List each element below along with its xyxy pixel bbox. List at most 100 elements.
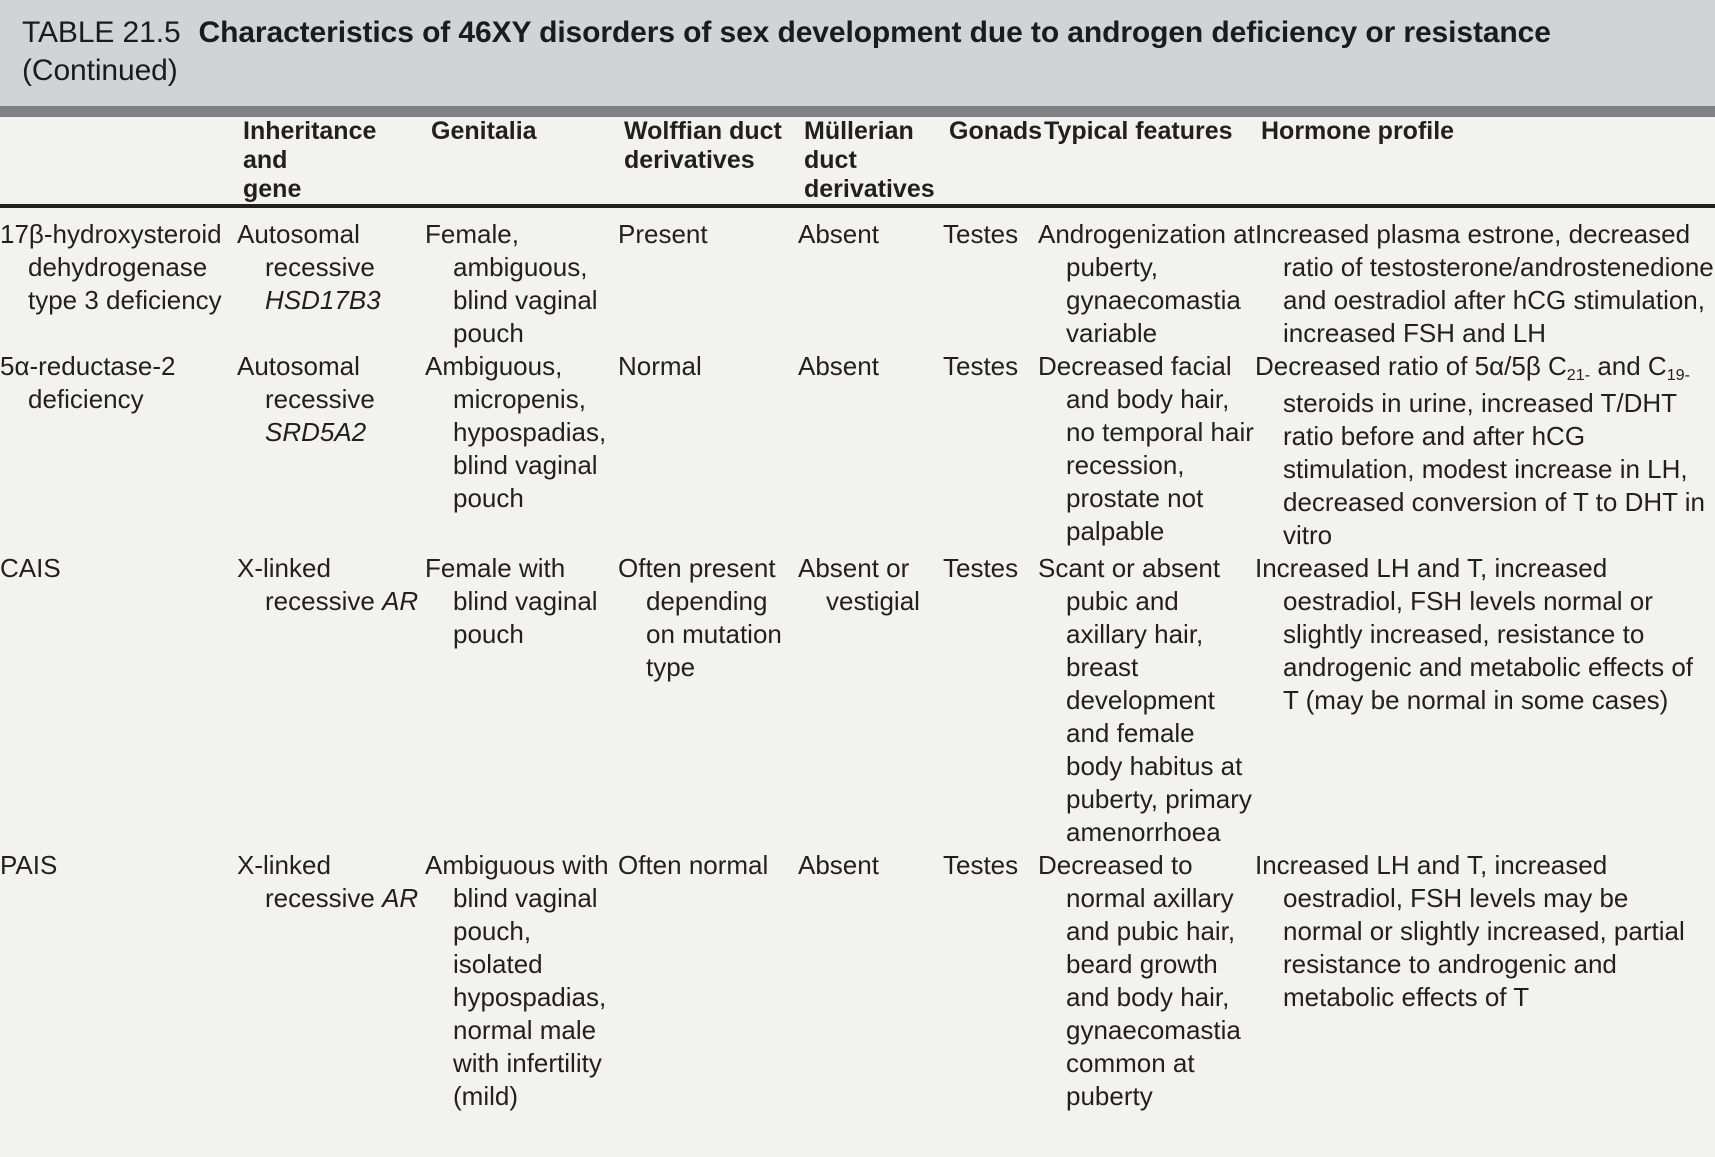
inheritance-text: X-linked recessive AR (237, 552, 425, 618)
mullerian-text: Absent (798, 850, 879, 880)
mullerian-text: Absent (798, 219, 879, 249)
disorder-name: CAIS (0, 553, 61, 583)
inheritance-mode: X-linked recessive (237, 553, 375, 616)
cell-features: Decreased to normal axillary and pubic h… (1038, 849, 1255, 1113)
gonads-text: Testes (943, 351, 1019, 381)
cell-mullerian: Absent (798, 206, 943, 350)
cell-disorder: 5α-reductase-2 deficiency (0, 350, 237, 552)
genitalia-text: Ambiguous, micropenis, hypospadias, blin… (425, 351, 607, 513)
table-continued-marker: (Continued) (22, 54, 178, 87)
table-row: 5α-reductase-2 deficiency Autosomal rece… (0, 350, 1715, 552)
mullerian-text: Absent (798, 351, 879, 381)
genitalia-text: Female with blind vaginal pouch (425, 553, 598, 649)
cell-inheritance: Autosomal recessive SRD5A2 (237, 350, 425, 552)
cell-gonads: Testes (943, 206, 1038, 350)
cell-disorder: CAIS (0, 552, 237, 849)
genitalia-text: Ambiguous with blind vaginal pouch, isol… (425, 850, 609, 1111)
header-line: derivatives (624, 146, 755, 174)
cell-genitalia: Ambiguous, micropenis, hypospadias, blin… (425, 350, 618, 552)
subscript: 19- (1666, 365, 1690, 384)
disorder-name: 17β-hydroxysteroid dehydrogenase type 3 … (0, 219, 222, 315)
table-row: PAIS X-linked recessive AR Ambiguous wit… (0, 849, 1715, 1113)
features-text: Scant or absent pubic and axillary hair,… (1038, 553, 1252, 847)
disorder-name: 5α-reductase-2 deficiency (0, 351, 176, 414)
table-title: TABLE 21.5 Characteristics of 46XY disord… (22, 14, 1693, 90)
column-header-mullerian: Müllerian duct derivatives (798, 117, 943, 208)
features-text: Androgenization at puberty, gynaecomasti… (1038, 219, 1255, 348)
table-title-text: Characteristics of 46XY disorders of sex… (198, 16, 1551, 49)
subscript: 21- (1566, 365, 1591, 384)
header-line: Gonads (949, 117, 1043, 145)
mullerian-text: Absent or vestigial (798, 553, 920, 616)
header-line: Genitalia (431, 117, 537, 145)
cell-disorder: 17β-hydroxysteroid dehydrogenase type 3 … (0, 206, 237, 350)
wolffian-text: Often normal (618, 850, 769, 880)
hormone-text: Increased plasma estrone, decreased rati… (1255, 219, 1714, 348)
cell-mullerian: Absent or vestigial (798, 552, 943, 849)
table-row: 17β-hydroxysteroid dehydrogenase type 3 … (0, 206, 1715, 350)
cell-genitalia: Female with blind vaginal pouch (425, 552, 618, 849)
header-line: Müllerian (804, 117, 914, 145)
inheritance-text: X-linked recessive AR (237, 849, 425, 915)
inheritance-text: Autosomal recessive HSD17B3 (237, 218, 425, 317)
hormone-text: Increased LH and T, increased oestradiol… (1255, 553, 1694, 715)
features-text: Decreased facial and body hair, no tempo… (1038, 351, 1254, 546)
gene-symbol: HSD17B3 (265, 285, 381, 315)
table-header: Inheritance and gene Genitalia Wolffian … (0, 117, 1715, 208)
gene-symbol: SRD5A2 (265, 417, 367, 447)
wolffian-text: Normal (618, 351, 702, 381)
title-rule (0, 106, 1715, 117)
table-body: 17β-hydroxysteroid dehydrogenase type 3 … (0, 206, 1715, 1113)
cell-inheritance: X-linked recessive AR (237, 849, 425, 1113)
column-header-wolffian: Wolffian duct derivatives (618, 117, 798, 208)
cell-disorder: PAIS (0, 849, 237, 1113)
cell-features: Androgenization at puberty, gynaecomasti… (1038, 206, 1255, 350)
cell-hormone: Increased LH and T, increased oestradiol… (1255, 552, 1715, 849)
inheritance-mode: X-linked recessive (237, 850, 375, 913)
inheritance-mode: Autosomal recessive (237, 351, 375, 414)
inheritance-text: Autosomal recessive SRD5A2 (237, 350, 425, 449)
cell-genitalia: Female, ambiguous, blind vaginal pouch (425, 206, 618, 350)
features-text: Decreased to normal axillary and pubic h… (1038, 850, 1241, 1111)
gene-symbol: AR (382, 883, 419, 913)
gonads-text: Testes (943, 553, 1019, 583)
cell-wolffian: Normal (618, 350, 798, 552)
inheritance-mode: Autosomal recessive (237, 219, 375, 282)
cell-wolffian: Often normal (618, 849, 798, 1113)
cell-gonads: Testes (943, 849, 1038, 1113)
cell-mullerian: Absent (798, 849, 943, 1113)
cell-mullerian: Absent (798, 350, 943, 552)
cell-inheritance: X-linked recessive AR (237, 552, 425, 849)
column-header-genitalia: Genitalia (425, 117, 618, 208)
cell-inheritance: Autosomal recessive HSD17B3 (237, 206, 425, 350)
disorder-name: PAIS (0, 850, 58, 880)
hormone-text: Increased LH and T, increased oestradiol… (1255, 850, 1685, 1012)
column-header-features: Typical features (1038, 117, 1255, 208)
header-line: Hormone profile (1261, 117, 1455, 145)
header-line: duct (804, 146, 857, 174)
table-row: CAIS X-linked recessive AR Female with b… (0, 552, 1715, 849)
table-number: TABLE 21.5 (22, 16, 181, 49)
table-title-band: TABLE 21.5 Characteristics of 46XY disord… (0, 0, 1715, 106)
cell-hormone: Increased plasma estrone, decreased rati… (1255, 206, 1715, 350)
cell-hormone: Increased LH and T, increased oestradiol… (1255, 849, 1715, 1113)
gonads-text: Testes (943, 850, 1019, 880)
cell-hormone: Decreased ratio of 5α/5β C21- and C19- s… (1255, 350, 1715, 552)
cell-features: Decreased facial and body hair, no tempo… (1038, 350, 1255, 552)
header-line: derivatives (804, 175, 935, 203)
gene-symbol: AR (382, 586, 419, 616)
wolffian-text: Often present depending on mutation type (618, 553, 782, 682)
cell-gonads: Testes (943, 552, 1038, 849)
cell-wolffian: Present (618, 206, 798, 350)
cell-features: Scant or absent pubic and axillary hair,… (1038, 552, 1255, 849)
genitalia-text: Female, ambiguous, blind vaginal pouch (425, 219, 598, 348)
cell-wolffian: Often present depending on mutation type (618, 552, 798, 849)
header-line: Wolffian duct (624, 117, 782, 145)
column-header-gonads: Gonads (943, 117, 1042, 208)
hormone-text: Decreased ratio of 5α/5β C21- and C19- s… (1255, 351, 1706, 550)
header-line: Typical features (1044, 117, 1233, 145)
column-header-inheritance: Inheritance and gene (237, 117, 425, 208)
cell-gonads: Testes (943, 350, 1038, 552)
wolffian-text: Present (618, 219, 708, 249)
